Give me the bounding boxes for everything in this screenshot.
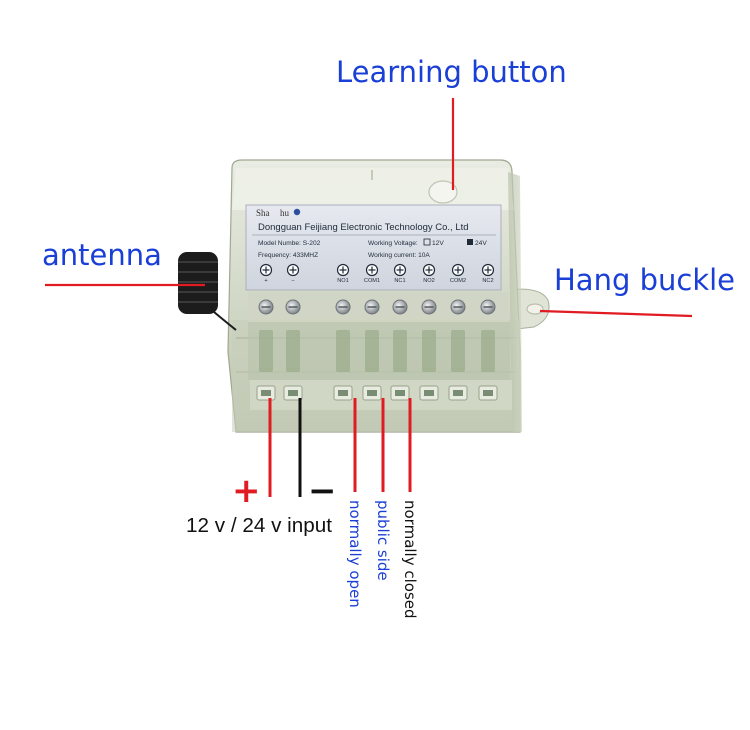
terminal-label: NC1 [394, 278, 405, 284]
wire-slot [422, 330, 436, 372]
wire-slot-row [259, 330, 495, 372]
terminal-label: NO2 [423, 278, 435, 284]
wire-slot [365, 330, 379, 372]
normally-closed-label: normally closed [401, 500, 419, 619]
learning-button [428, 180, 458, 204]
learning-button-label: Learning button [336, 55, 567, 89]
wire-slot [336, 330, 350, 372]
public-side-label: public side [374, 500, 392, 581]
minus-sign: − [308, 471, 337, 511]
screw-row [258, 299, 496, 315]
company-name: Dongguan Feijiang Electronic Technology … [258, 222, 469, 233]
label-plate: Sha hu Dongguan Feijiang Electronic Tech… [245, 204, 502, 291]
terminal-label: NC2 [482, 278, 493, 284]
frequency: Frequency: 433MHZ [258, 252, 318, 259]
terminal-label: COM2 [450, 278, 466, 284]
terminal-label: NO1 [337, 278, 349, 284]
working-voltage-label: Working Voltage: [368, 240, 418, 247]
wire-slot [393, 330, 407, 372]
brand-logo-icon [293, 208, 301, 216]
power-input-label: 12 v / 24 v input [186, 515, 332, 537]
wire-slot [481, 330, 495, 372]
terminal-label: + [264, 278, 267, 284]
working-current: Working current: 10A [368, 252, 430, 259]
model-number: Model Numbe: S-202 [258, 240, 321, 247]
brand-left: Sha [256, 208, 270, 218]
antenna-coil [178, 252, 237, 331]
normally-open-label: normally open [346, 500, 364, 608]
voltage-12v: 12V [432, 240, 444, 247]
plate-terminal-icons: + − NO1 COM1 NC1 NO2 COM2 NC2 [259, 263, 495, 284]
clamp-row [256, 385, 498, 401]
plus-sign: + [232, 471, 261, 511]
wire-slot [286, 330, 300, 372]
terminal-block [248, 292, 512, 410]
terminal-label: COM1 [364, 278, 380, 284]
wire-slot [259, 330, 273, 372]
voltage-24v: 24V [475, 240, 487, 247]
hang-buckle-label: Hang buckle [554, 263, 735, 297]
hang-buckle-leader [539, 309, 693, 318]
wire-slot [451, 330, 465, 372]
terminal-label: − [291, 278, 294, 284]
antenna-label: antenna [42, 238, 162, 272]
brand-right: hu [280, 208, 290, 218]
